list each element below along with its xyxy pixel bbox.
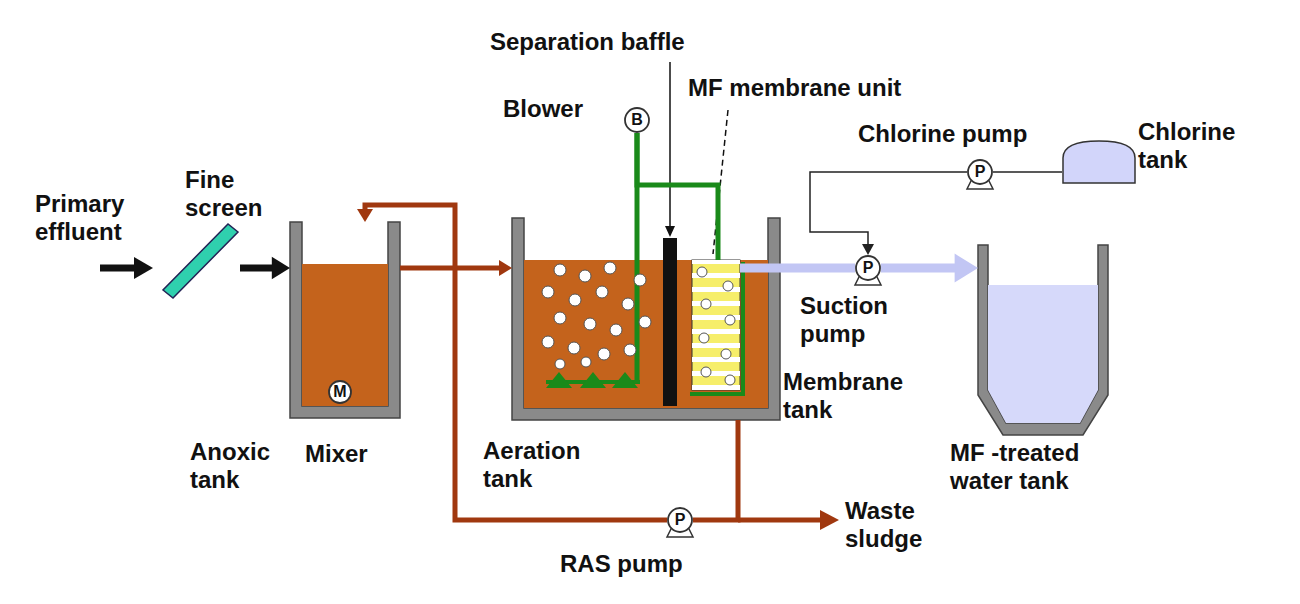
flow-connector bbox=[740, 268, 855, 269]
diffuser bbox=[546, 372, 572, 388]
mixer-symbol: MMixer bbox=[328, 380, 352, 404]
leader-arrowhead bbox=[665, 226, 675, 237]
fine-screen-outline bbox=[160, 222, 240, 300]
membrane-stripes bbox=[692, 260, 740, 390]
symbol-letter: P bbox=[667, 507, 693, 533]
flow-connector bbox=[637, 133, 718, 260]
air-bubbles bbox=[542, 262, 651, 369]
diffuser bbox=[612, 372, 638, 388]
flow-connector bbox=[810, 172, 967, 255]
symbol-letter: P bbox=[855, 255, 881, 281]
chlorine-tank: Chlorine tank bbox=[1062, 140, 1136, 184]
component-label: MF membrane unit bbox=[688, 74, 901, 102]
component-label: MF -treated water tank bbox=[950, 439, 1098, 494]
flow-connector bbox=[357, 205, 667, 520]
symbol-letter: B bbox=[624, 107, 650, 133]
chlorine-tank-outline bbox=[1062, 140, 1136, 184]
separation-baffle bbox=[663, 238, 677, 406]
symbol-letter: P bbox=[967, 159, 993, 185]
treated-water-tank-outline bbox=[978, 245, 1108, 435]
air-pipe bbox=[690, 262, 743, 394]
treated-water-tank: MF -treated water tank bbox=[978, 245, 1108, 435]
component-label: Chlorine tank bbox=[1138, 118, 1254, 173]
pump-symbol: PChlorine pump bbox=[967, 159, 993, 185]
diffuser bbox=[580, 372, 606, 388]
waste-sludge-arrowhead bbox=[820, 510, 839, 530]
flow-connector bbox=[881, 254, 978, 283]
pump-symbol: PSuction pump bbox=[855, 255, 881, 281]
component-label: Membrane tank bbox=[783, 368, 921, 423]
outflow-label: Waste sludge bbox=[845, 497, 941, 552]
pump-symbol: PRAS pump bbox=[667, 507, 693, 533]
component-label: RAS pump bbox=[560, 550, 683, 578]
blower-symbol: BBlower bbox=[624, 107, 650, 133]
waste-sludge-pipe bbox=[738, 518, 822, 523]
component-label: Blower bbox=[503, 95, 583, 123]
component-label: Chlorine pump bbox=[858, 120, 1027, 148]
component-label: Fine screen bbox=[185, 166, 277, 221]
air-pipe bbox=[635, 218, 640, 382]
symbol-letter: M bbox=[328, 380, 352, 404]
component-label: Anoxic tank bbox=[190, 438, 286, 493]
flow-connector bbox=[993, 172, 1062, 173]
flow-connector bbox=[693, 420, 738, 520]
inflow-arrow bbox=[100, 265, 136, 272]
component-label: Mixer bbox=[305, 440, 368, 468]
leader-line bbox=[669, 62, 671, 228]
air-bubbles bbox=[697, 267, 735, 385]
fine-screen: Fine screen bbox=[160, 222, 240, 300]
anoxic-tank: Anoxic tankMMixer bbox=[290, 222, 400, 418]
component-label: Suction pump bbox=[800, 292, 908, 347]
flow-connector bbox=[240, 257, 290, 279]
inflow-label: Primary effluent bbox=[35, 190, 145, 245]
inflow-arrowhead bbox=[134, 257, 153, 279]
component-label: Aeration tank bbox=[483, 437, 601, 492]
part-label: Separation baffle bbox=[490, 28, 685, 56]
